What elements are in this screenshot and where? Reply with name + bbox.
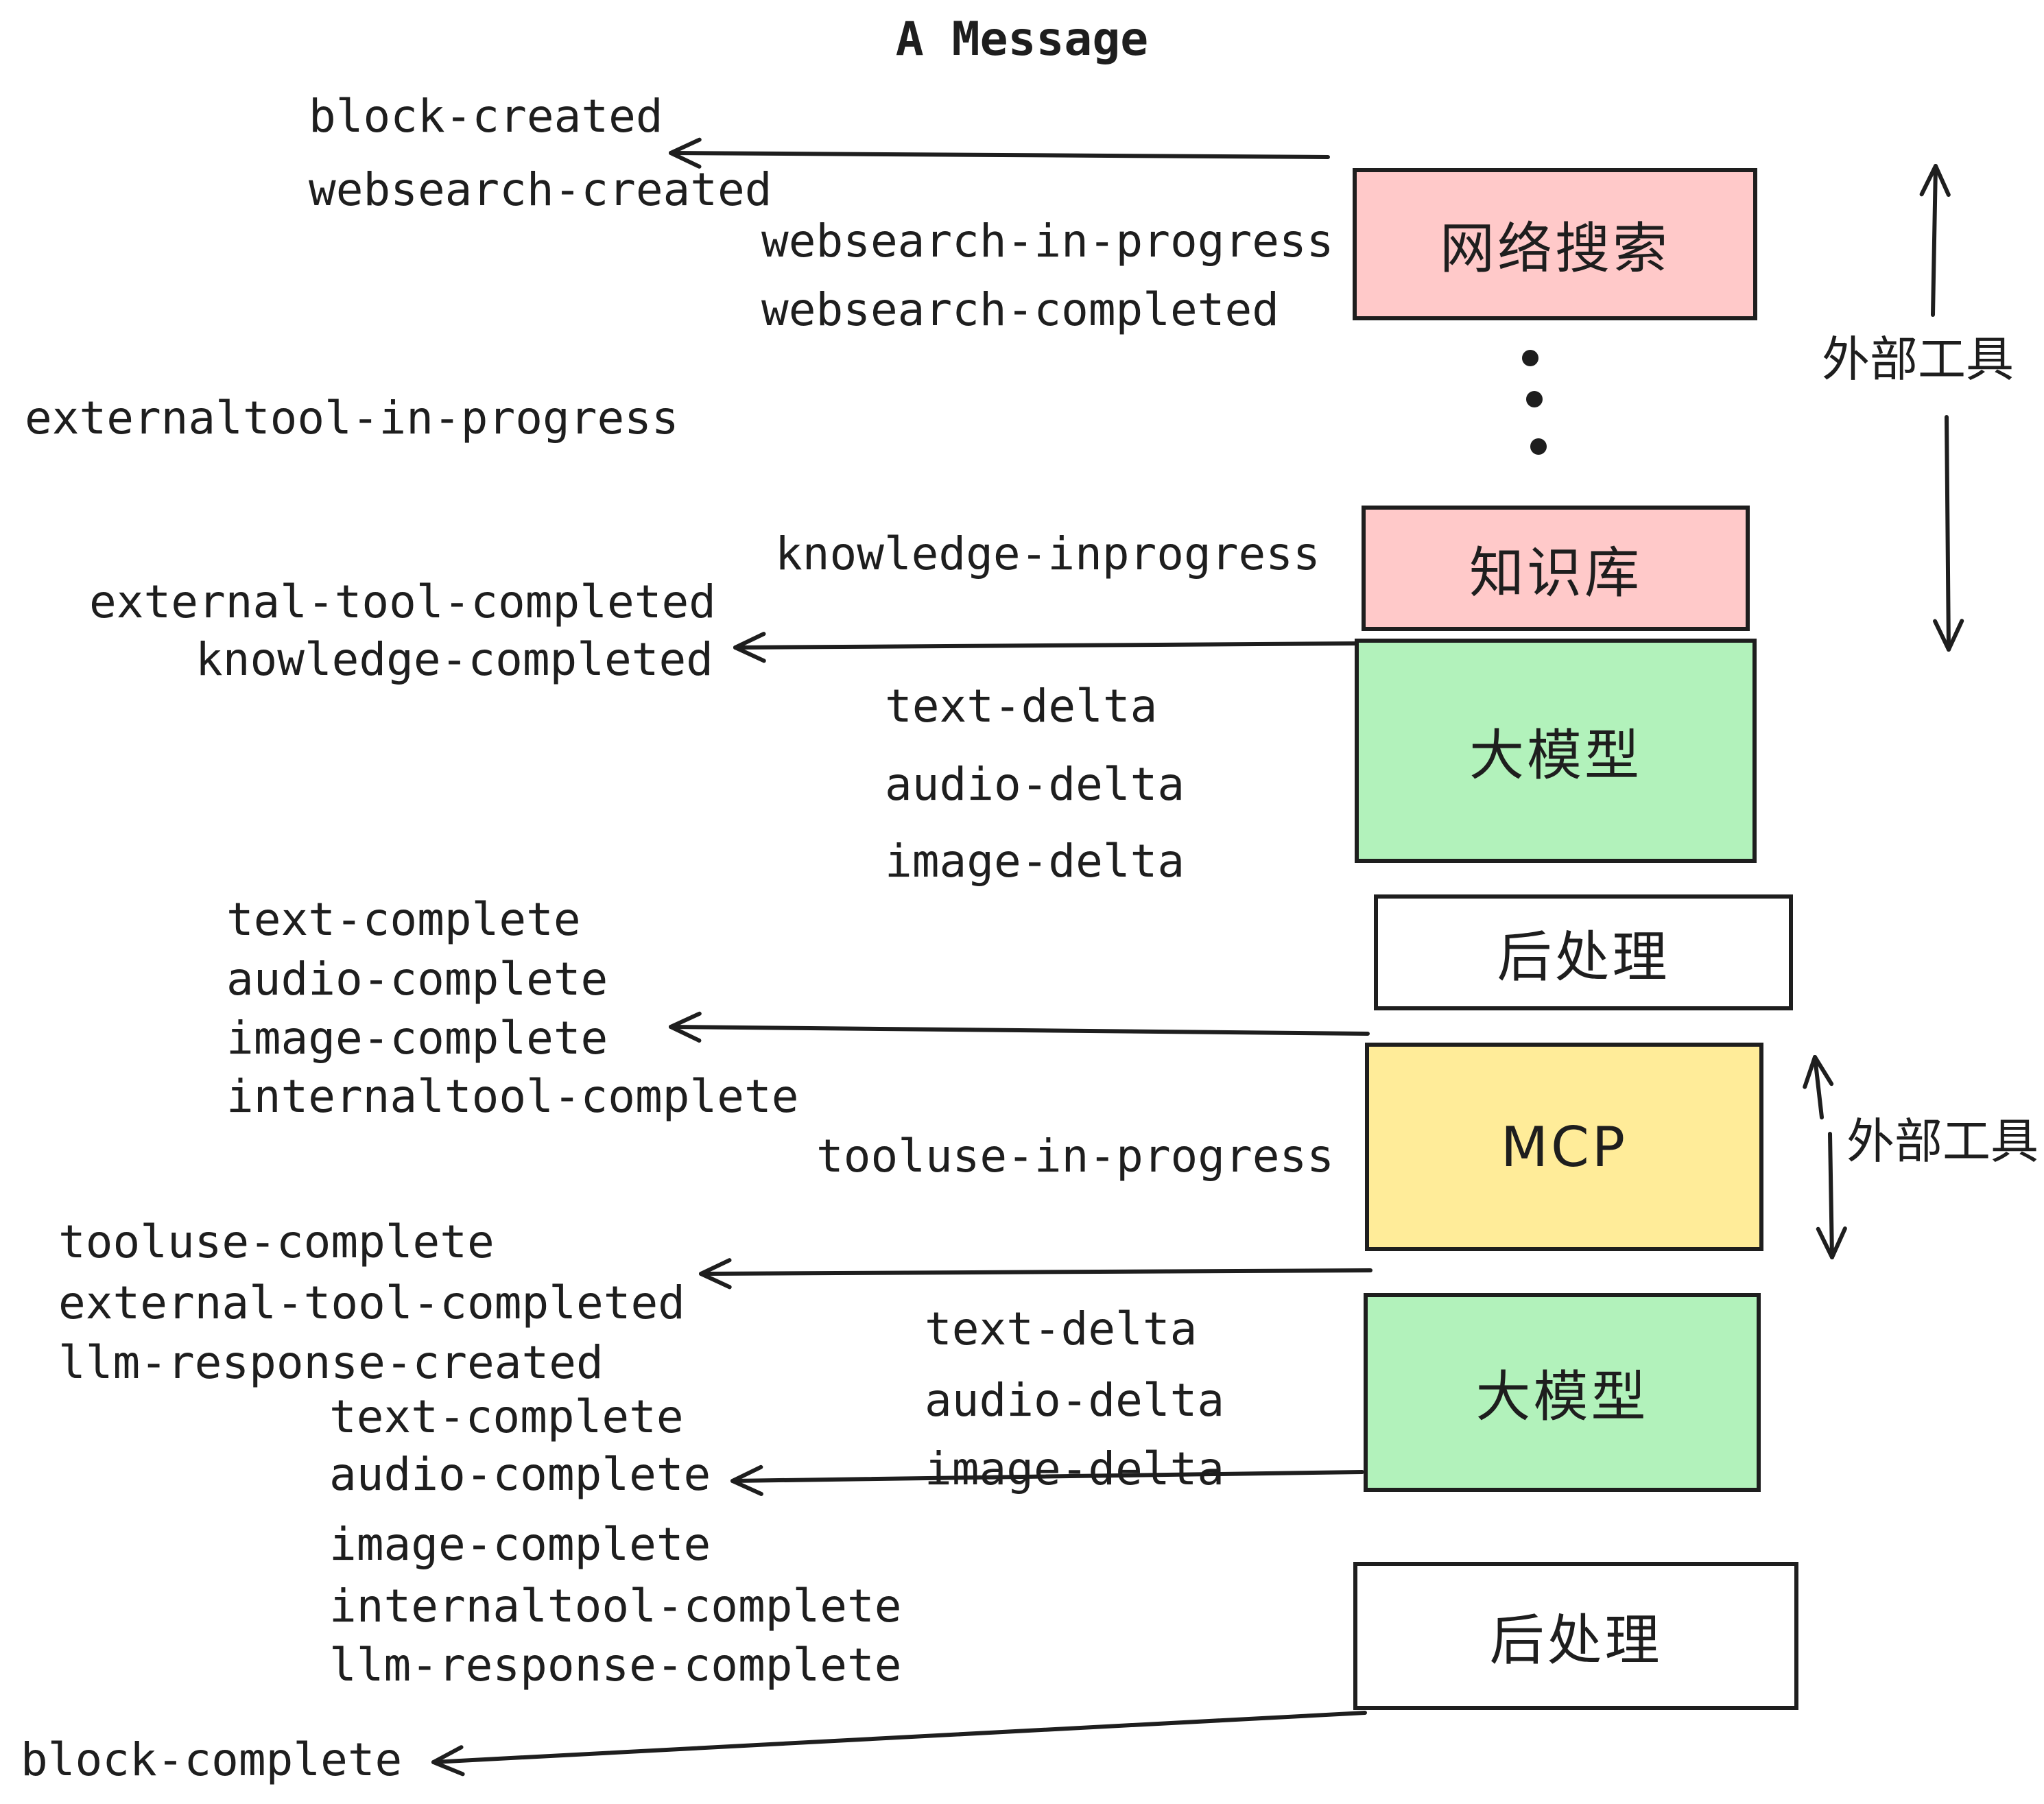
- label-external-tools-top: 外部工具: [1822, 331, 2014, 388]
- event-knowledge-completed: knowledge-completed: [195, 633, 713, 686]
- label-external-tools-mcp: 外部工具: [1846, 1113, 2039, 1170]
- event-internaltool-complete-2: internaltool-complete: [329, 1580, 902, 1633]
- event-external-tool-completed-1: external-tool-completed: [89, 575, 716, 628]
- box-mcp-label: MCP: [1500, 1115, 1628, 1179]
- arrow-external-tools-up-1: [1919, 164, 1951, 317]
- box-knowledge-label: 知识库: [1469, 541, 1642, 605]
- event-tooluse-complete: tooluse-complete: [58, 1215, 495, 1268]
- event-audio-complete-2: audio-complete: [329, 1448, 711, 1501]
- arrow-to-audio-complete: [730, 1464, 1364, 1497]
- diagram-title: A Message: [895, 12, 1149, 67]
- box-llm-1-label: 大模型: [1469, 723, 1642, 787]
- box-postprocess-1: 后处理: [1374, 894, 1793, 1010]
- box-postprocess-1-label: 后处理: [1497, 925, 1670, 989]
- event-websearch-created: websearch-created: [309, 163, 772, 216]
- ellipsis-dot: [1522, 350, 1538, 366]
- event-external-tool-completed-2: external-tool-completed: [58, 1277, 685, 1329]
- event-audio-delta-1: audio-delta: [885, 758, 1185, 811]
- event-llm-response-complete: llm-response-complete: [329, 1639, 902, 1692]
- box-postprocess-2-label: 后处理: [1489, 1609, 1663, 1672]
- event-tooluse-in-progress: tooluse-in-progress: [816, 1130, 1334, 1183]
- ellipsis-dot: [1530, 438, 1547, 455]
- arrow-external-tools-up-2: [1803, 1055, 1834, 1119]
- box-llm-2: 大模型: [1364, 1293, 1761, 1492]
- event-image-complete-2: image-complete: [329, 1518, 711, 1571]
- arrow-to-block-created: [669, 137, 1330, 169]
- event-internaltool-complete-1: internaltool-complete: [226, 1070, 799, 1123]
- event-image-delta-1: image-delta: [885, 835, 1185, 888]
- event-knowledge-inprogress: knowledge-inprogress: [775, 527, 1320, 580]
- event-text-delta-1: text-delta: [885, 680, 1158, 733]
- event-audio-complete-1: audio-complete: [226, 953, 608, 1006]
- event-text-delta-2: text-delta: [925, 1303, 1198, 1355]
- box-llm-1: 大模型: [1355, 639, 1757, 863]
- event-text-complete-2: text-complete: [329, 1390, 684, 1443]
- arrow-to-block-complete: [431, 1711, 1367, 1777]
- arrow-external-tools-down-2: [1816, 1132, 1847, 1259]
- event-image-complete-1: image-complete: [226, 1012, 608, 1065]
- event-image-delta-2: image-delta: [925, 1443, 1225, 1495]
- box-mcp: MCP: [1365, 1043, 1763, 1251]
- box-postprocess-2: 后处理: [1353, 1562, 1798, 1710]
- event-audio-delta-2: audio-delta: [925, 1374, 1225, 1427]
- event-websearch-in-progress: websearch-in-progress: [761, 215, 1334, 268]
- event-llm-response-created: llm-response-created: [58, 1336, 604, 1389]
- box-websearch: 网络搜索: [1353, 168, 1757, 320]
- box-websearch-label: 网络搜索: [1440, 217, 1670, 281]
- arrow-to-image-complete: [669, 1011, 1370, 1043]
- event-block-complete: block-complete: [21, 1733, 403, 1786]
- event-externaltool-in-progress: externaltool-in-progress: [25, 392, 679, 444]
- event-websearch-completed: websearch-completed: [761, 283, 1279, 336]
- arrow-to-knowledge-completed: [733, 632, 1365, 663]
- event-text-complete-1: text-complete: [226, 893, 581, 946]
- event-block-created: block-created: [309, 90, 663, 143]
- ellipsis-dot: [1526, 391, 1543, 407]
- box-llm-2-label: 大模型: [1475, 1365, 1649, 1429]
- arrow-external-tools-down-1: [1933, 415, 1964, 652]
- box-knowledge: 知识库: [1362, 506, 1750, 631]
- arrow-to-tooluse-complete: [699, 1258, 1372, 1290]
